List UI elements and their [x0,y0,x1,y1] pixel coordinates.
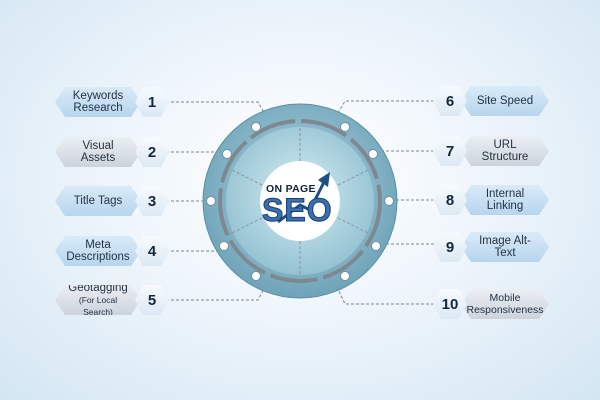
seo-item-7: URL Structure 7 [433,136,549,166]
item-6-label: Site Speed [461,86,549,116]
segment-ring [218,119,382,283]
seo-item-6: Site Speed 6 [433,86,549,116]
node-1 [251,122,261,132]
node-5 [251,271,261,281]
ring-nodes [206,122,394,281]
center-title-line1: ON PAGE [266,183,316,195]
spokes [231,127,369,275]
node-3 [206,196,216,206]
item-10-label: Mobile Responsiveness [461,289,549,319]
seo-item-10: Mobile Responsiveness 10 [433,289,549,319]
item-9-number: 9 [433,232,467,262]
item-5-label: Geotagging(For Local Search) [55,285,141,315]
node-4 [219,241,229,251]
item-2-label: Visual Assets [55,137,141,167]
item-7-number: 7 [433,136,467,166]
seo-item-5: Geotagging(For Local Search) 5 [55,285,167,315]
node-8 [384,196,394,206]
node-9 [371,241,381,251]
seo-item-2: Visual Assets 2 [55,137,167,167]
seo-item-4: Meta Descriptions 4 [55,236,167,266]
center-title-seo: SEO [262,192,333,229]
seo-item-1: Keywords Research 1 [55,87,167,117]
item-5-number: 5 [135,285,169,315]
item-1-number: 1 [135,87,169,117]
node-7 [368,149,378,159]
item-4-label: Meta Descriptions [55,236,141,266]
connector-5 [166,229,296,301]
item-1-label: Keywords Research [55,87,141,117]
seo-item-9: Image Alt-Text 9 [433,232,549,262]
item-6-number: 6 [433,86,467,116]
item-2-number: 2 [135,137,169,167]
item-4-number: 4 [135,236,169,266]
item-3-label: Title Tags [55,186,141,216]
item-8-number: 8 [433,185,467,215]
item-5-sublabel: (For Local Search) [78,295,118,317]
node-6 [340,122,350,132]
item-7-label: URL Structure [461,136,549,166]
item-10-number: 10 [433,289,467,319]
seo-item-3: Title Tags 3 [55,186,167,216]
node-2 [222,149,232,159]
node-10 [340,271,350,281]
connector-1 [166,101,301,176]
item-8-label: Internal Linking [461,185,549,215]
item-3-number: 3 [135,186,169,216]
seo-item-8: Internal Linking 8 [433,185,549,215]
item-9-label: Image Alt-Text [461,232,549,262]
growth-arrow-icon [277,172,330,224]
